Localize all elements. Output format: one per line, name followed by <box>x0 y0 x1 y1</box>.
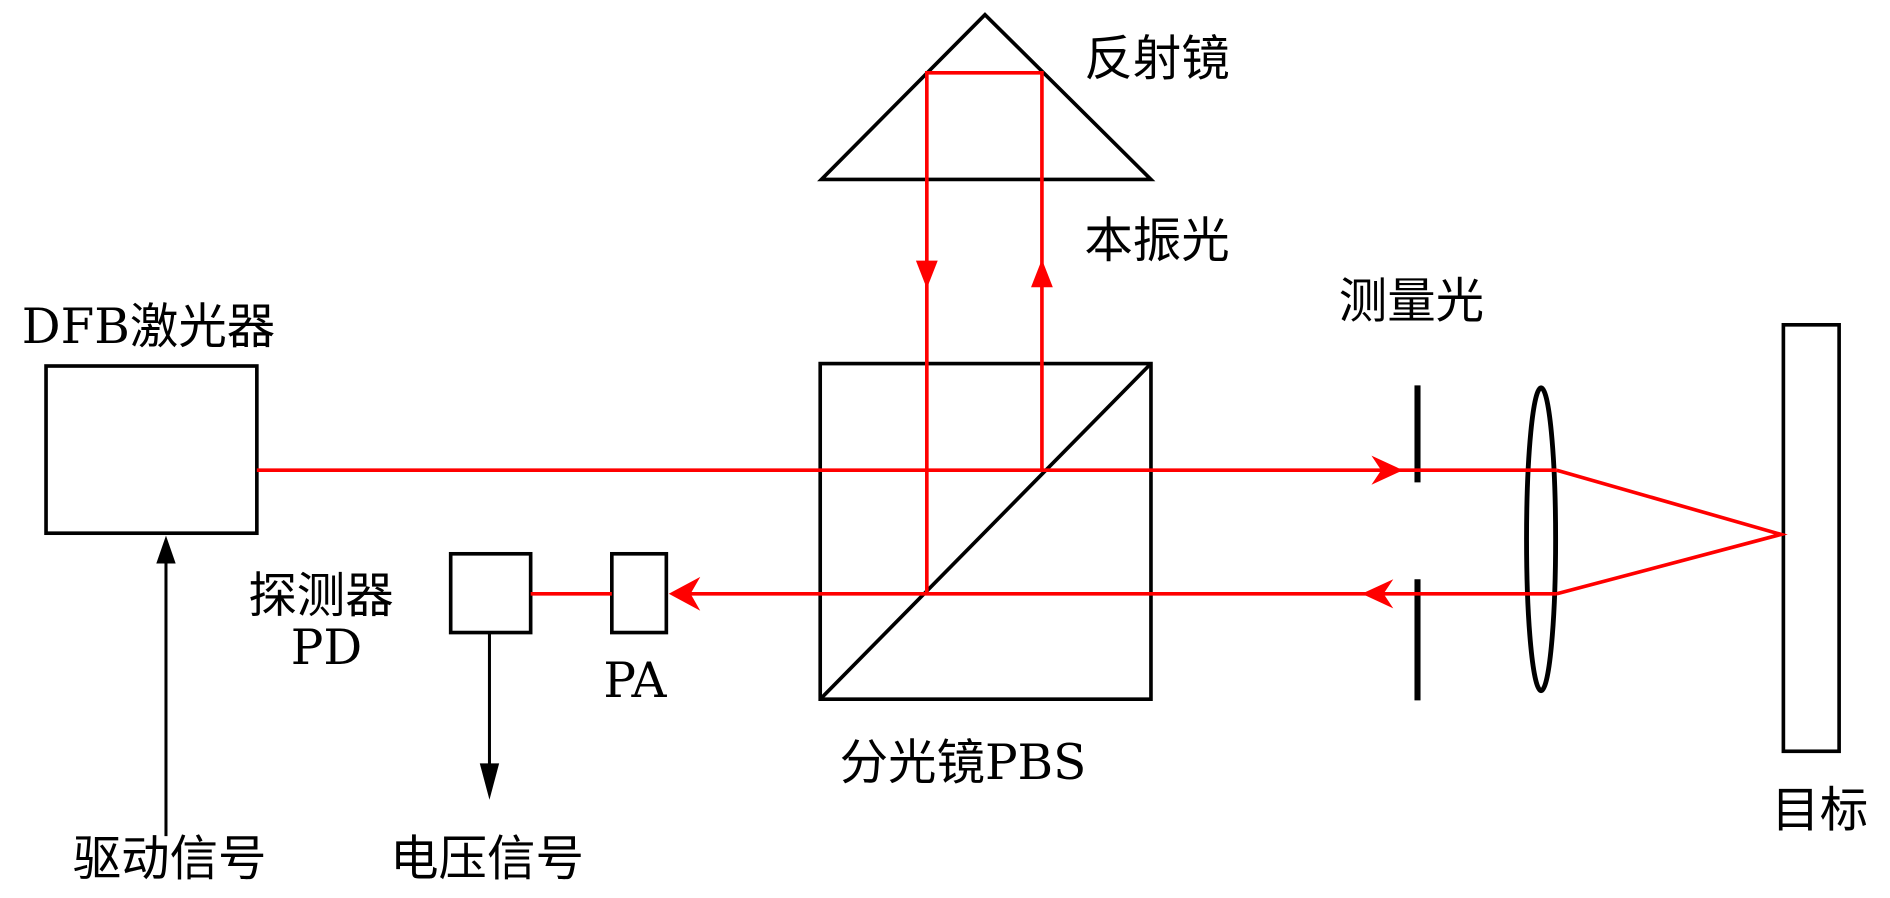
reflector-prism <box>817 12 1156 182</box>
target-label: 目标 <box>1771 782 1868 838</box>
drive-arrowhead <box>156 535 176 564</box>
detector-label: 探测器 <box>248 568 393 624</box>
beam-splitter-diagonal <box>818 362 1153 701</box>
pa-label: PA <box>603 653 667 709</box>
laser-label: DFB激光器 <box>22 299 275 355</box>
detector-abbr-label: PD <box>291 620 362 676</box>
beam-splitter-label: 分光镜PBS <box>840 735 1087 791</box>
beam-splitter-cube <box>818 361 1153 701</box>
laser-beams <box>256 70 1788 596</box>
target-focus-beam <box>1556 468 1788 596</box>
arrow-left-icon <box>668 576 701 611</box>
lens <box>1524 385 1559 694</box>
detector-box <box>448 551 533 635</box>
voltage-signal-label: 电压信号 <box>390 831 584 887</box>
measurement-light-label: 测量光 <box>1339 274 1484 330</box>
arrow-up-icon <box>1031 259 1053 288</box>
voltage-arrowhead <box>479 763 500 800</box>
arrow-left-icon <box>1361 579 1394 609</box>
pa-box <box>610 551 669 635</box>
local-oscillator-label: 本振光 <box>1084 213 1229 269</box>
beam-arrowheads <box>668 259 1403 611</box>
drive-signal-label: 驱动信号 <box>73 831 267 887</box>
arrow-down-icon <box>915 260 938 289</box>
target-plate <box>1781 323 1841 754</box>
arrow-right-icon <box>1371 455 1403 485</box>
local-oscillator-beam <box>925 70 1044 594</box>
laser-box <box>44 364 259 536</box>
reflector-label: 反射镜 <box>1084 31 1229 87</box>
